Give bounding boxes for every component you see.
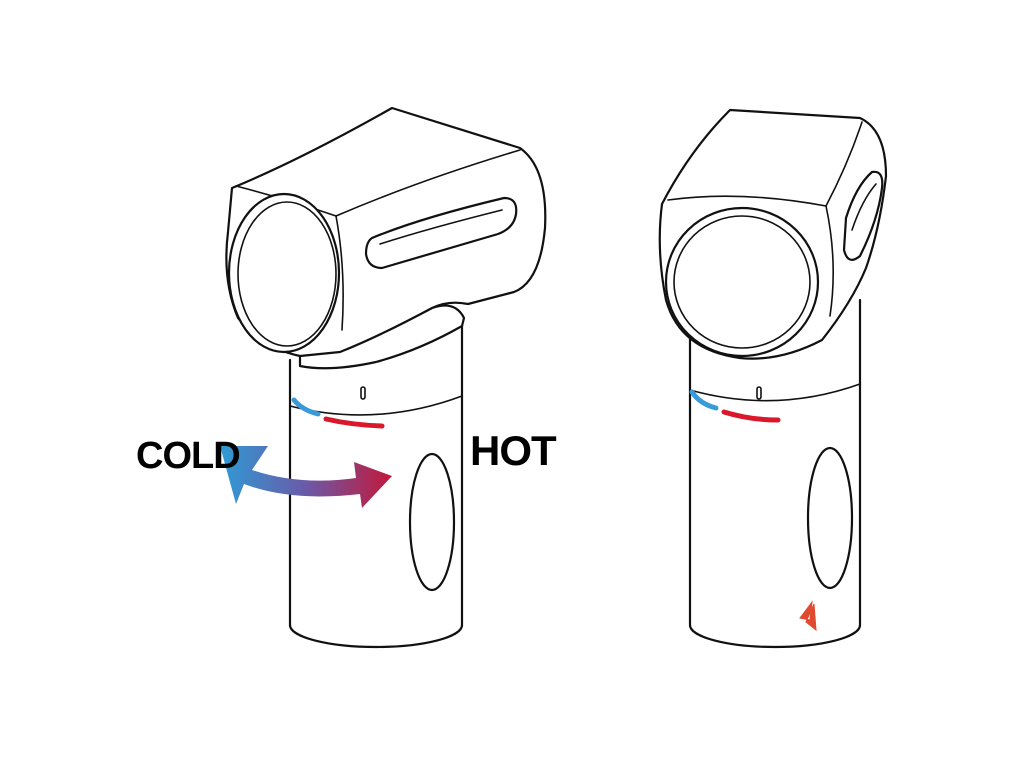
faucet-left-side-slot [408,452,456,592]
faucet-left [225,106,547,649]
faucet-right-indicator-notch [756,386,762,400]
faucet-left-hot-mark [323,416,385,429]
double-headed-curved-arrow-icon [220,446,392,508]
faucet-left-indicator-notch [360,386,366,400]
faucet-left-head [225,106,547,370]
faucet-right [658,108,888,649]
cold-label: COLD [136,435,240,477]
temperature-direction-arrow [220,446,392,508]
hot-label: HOT [470,427,557,474]
faucet-right-hot-mark [721,409,781,423]
faucet-right-head [658,108,888,360]
faucet-left-cold-mark [291,397,321,417]
brand-logo-mark-icon [799,600,817,632]
faucet-right-cold-mark [689,389,719,411]
faucet-right-side-slot [806,446,854,590]
